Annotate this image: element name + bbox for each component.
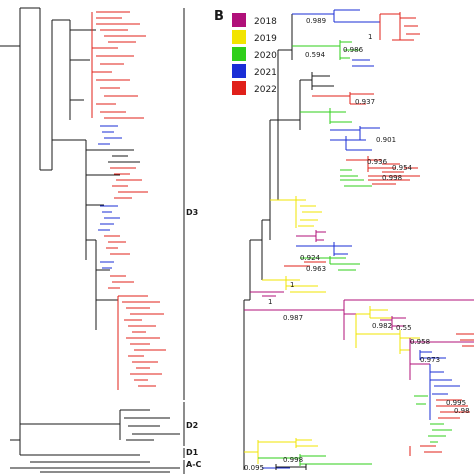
scale-bar-value: 0.095 xyxy=(244,464,264,472)
legend-label-2019: 2019 xyxy=(254,34,277,44)
legend-swatch-2021 xyxy=(232,64,246,78)
legend-swatch-2018 xyxy=(232,13,246,27)
support-value: 0.998 xyxy=(382,174,402,182)
support-values: 0.989 1 0.594 0.986 0.937 0.901 0.936 0.… xyxy=(268,17,470,464)
panel-b-tree xyxy=(243,9,474,470)
support-value: 0.937 xyxy=(355,98,375,106)
support-value: 0.901 xyxy=(376,136,396,144)
support-value: 0.995 xyxy=(446,399,466,407)
legend-label-2022: 2022 xyxy=(254,85,277,95)
support-value: 0.958 xyxy=(410,338,430,346)
support-value: 0.594 xyxy=(305,51,326,59)
panel-b-label: B xyxy=(214,9,224,24)
legend-label-2021: 2021 xyxy=(254,68,277,78)
clade-label-d1: D1 xyxy=(186,448,199,457)
clade-label-ac: A-C xyxy=(186,460,202,469)
clade-label-d3: D3 xyxy=(186,208,198,217)
support-value: 0.954 xyxy=(392,164,413,172)
support-value: 0.987 xyxy=(283,314,303,322)
support-value: 0.982 xyxy=(372,322,392,330)
scale-bar: 0.095 xyxy=(244,464,307,472)
support-value: 0.936 xyxy=(367,158,388,166)
legend-label-2020: 2020 xyxy=(254,51,277,61)
support-value: 0.986 xyxy=(343,46,364,54)
panel-a-tree xyxy=(0,7,180,473)
clade-label-d2: D2 xyxy=(186,421,198,430)
support-value: 0.55 xyxy=(396,324,412,332)
support-value: 0.973 xyxy=(420,356,440,364)
support-value: 0.998 xyxy=(283,456,303,464)
support-value: 0.989 xyxy=(306,17,326,25)
support-value: 0.98 xyxy=(454,407,470,415)
legend-swatch-2019 xyxy=(232,30,246,44)
scale-bar-line xyxy=(275,464,307,470)
support-value: 1 xyxy=(268,298,272,306)
year-legend: 2018 2019 2020 2021 2022 xyxy=(232,13,277,95)
legend-swatch-2022 xyxy=(232,81,246,95)
support-value: 0.924 xyxy=(300,254,321,262)
support-value: 1 xyxy=(290,281,294,289)
legend-label-2018: 2018 xyxy=(254,17,277,27)
support-value: 0.963 xyxy=(306,265,326,273)
support-value: 1 xyxy=(368,33,372,41)
legend-swatch-2020 xyxy=(232,47,246,61)
